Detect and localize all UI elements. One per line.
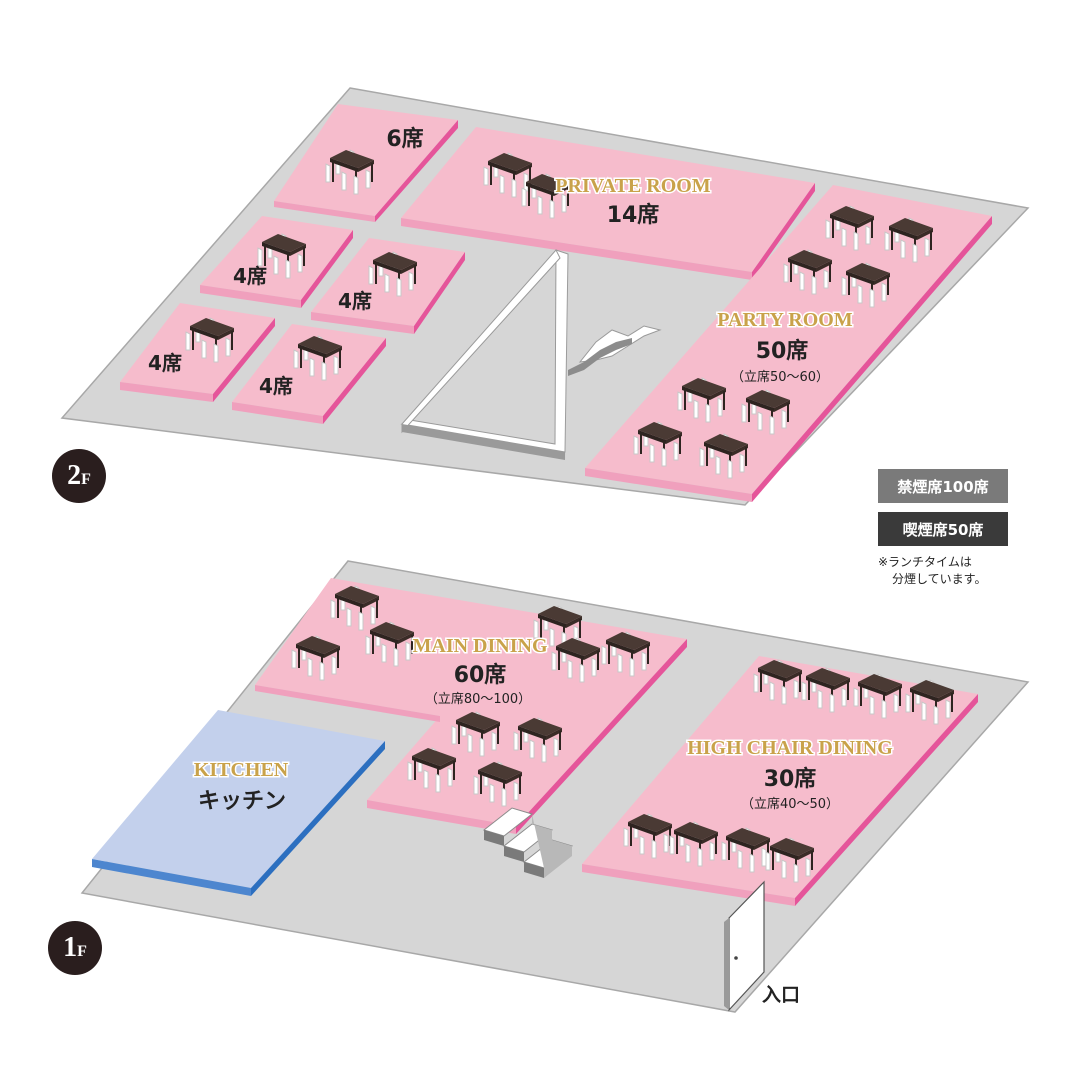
floor-1f-suffix: F <box>77 943 87 960</box>
room-high-standing: （立席40〜50） <box>741 796 839 812</box>
room-private-seats: 14席 <box>607 202 660 228</box>
legend-note-line2: 分煙しています。 <box>892 572 987 586</box>
room-high-seats: 30席 <box>764 766 817 792</box>
entrance-door[interactable]: 入口 <box>724 880 800 1012</box>
room-main-dining[interactable]: MAIN DINING 60席 （立席80〜100） <box>255 578 687 834</box>
floor-2f-suffix: F <box>81 471 91 488</box>
room-party-standing: （立席50〜60） <box>731 369 829 385</box>
floor-1f-number: 1 <box>63 932 78 963</box>
kitchen-name-ja: キッチン <box>198 789 286 814</box>
legend-smoking: 喫煙席50席 <box>878 512 1008 546</box>
entrance-label: 入口 <box>762 984 800 1006</box>
legend-note-line1: ※ランチタイムは <box>878 555 972 569</box>
floor-2f-number: 2 <box>67 460 82 491</box>
room-4c-seats: 4席 <box>148 351 182 375</box>
room-4b-seats: 4席 <box>338 289 372 313</box>
kitchen-name: KITCHEN <box>194 759 289 781</box>
room-6-seats-label: 6席 <box>386 126 423 152</box>
stairs <box>482 807 574 878</box>
room-4-seats-b[interactable]: 4席 <box>311 238 465 334</box>
room-4-seats-c[interactable]: 4席 <box>120 303 275 402</box>
legend-non-smoking: 禁煙席100席 <box>878 469 1008 503</box>
room-4-seats-a[interactable]: 4席 <box>200 216 353 308</box>
floor-2f: 6席 PRIVATE ROOM 14席 4席 4席 <box>60 87 1030 506</box>
room-party[interactable]: PARTY ROOM 50席 （立席50〜60） <box>585 185 992 502</box>
legend-note: ※ランチタイムは 分煙しています。 <box>878 554 1028 588</box>
room-party-seats: 50席 <box>756 338 809 364</box>
room-kitchen[interactable]: KITCHEN キッチン <box>92 710 385 896</box>
room-4a-seats: 4席 <box>233 264 267 288</box>
room-main-standing: （立席80〜100） <box>425 691 531 707</box>
room-6-seats[interactable]: 6席 <box>274 104 458 222</box>
room-private-name: PRIVATE ROOM <box>555 175 711 197</box>
floor-1f: MAIN DINING 60席 （立席80〜100） KITCHEN キッチン <box>80 560 1030 1013</box>
room-main-seats: 60席 <box>454 662 507 688</box>
room-private[interactable]: PRIVATE ROOM 14席 <box>401 127 815 280</box>
room-4-seats-d[interactable]: 4席 <box>232 324 386 424</box>
room-party-name: PARTY ROOM <box>717 309 853 331</box>
room-4d-seats: 4席 <box>259 374 293 398</box>
room-main-name: MAIN DINING <box>413 635 548 657</box>
room-high-name: HIGH CHAIR DINING <box>687 737 893 759</box>
stairwell <box>400 249 662 460</box>
room-high-chair-dining[interactable]: HIGH CHAIR DINING 30席 （立席40〜50） <box>582 656 978 906</box>
